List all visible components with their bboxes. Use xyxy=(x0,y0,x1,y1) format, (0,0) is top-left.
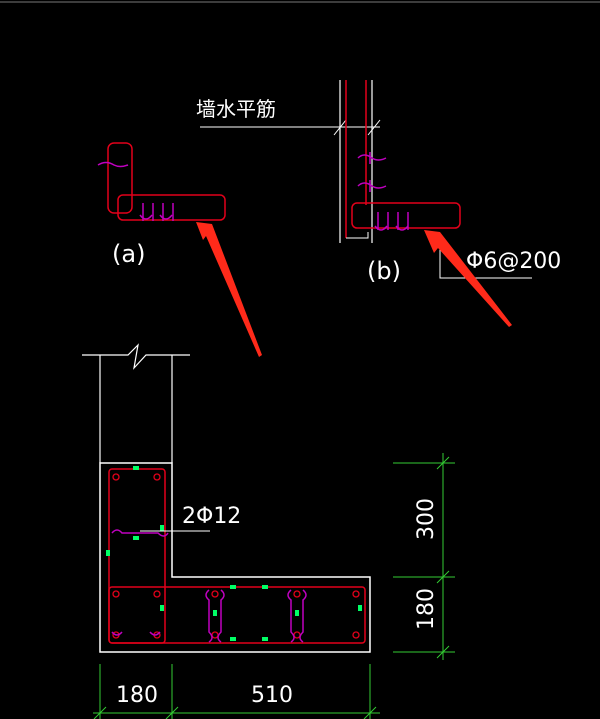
tie-marker xyxy=(230,585,236,589)
dim-tick xyxy=(165,706,179,719)
cross-ties xyxy=(111,529,307,643)
rebar-dot xyxy=(293,590,301,598)
tie-markers xyxy=(106,466,362,641)
horizontal-leg-stirrup xyxy=(108,586,366,644)
detail-a-horizontal-bar xyxy=(117,194,226,221)
detail-b-label: (b) xyxy=(367,257,401,285)
tie-marker xyxy=(160,605,164,611)
break-line xyxy=(82,343,190,370)
wall-rebar-tick-right xyxy=(367,119,381,136)
cross-tie-3 xyxy=(287,589,295,643)
tie-marker xyxy=(213,610,217,616)
detail-b: 墙水平筋 Φ6@200 (b) xyxy=(196,80,561,285)
tie-marker xyxy=(295,610,299,616)
rebar-dot xyxy=(153,590,161,598)
dim-tick xyxy=(436,570,450,584)
detail-b-tie-hooks xyxy=(374,225,409,231)
dimension-horizontal-right: 510 xyxy=(251,683,293,708)
dimension-lines xyxy=(93,453,455,719)
cross-tie-vertical-leg xyxy=(111,529,169,537)
tie-marker xyxy=(106,550,110,556)
wall-hook-2 xyxy=(357,182,387,189)
tie-marker xyxy=(133,466,139,470)
dim-tick xyxy=(436,645,450,659)
wall-hook-1 xyxy=(357,154,387,161)
tie-marker xyxy=(230,637,236,641)
dim-tick xyxy=(93,706,107,719)
rebar-dot xyxy=(112,590,120,598)
tie-marker xyxy=(262,585,268,589)
longitudinal-rebar-label: 2Φ12 xyxy=(182,504,241,529)
dimension-horizontal-left: 180 xyxy=(116,683,158,708)
tie-marker xyxy=(133,536,139,540)
arrow-pointing-detail-b xyxy=(424,230,512,327)
rebar-dot xyxy=(352,631,360,639)
detail-a-hook-top xyxy=(97,161,129,168)
detail-a-tie-hooks xyxy=(139,214,173,220)
dimension-vertical-upper: 300 xyxy=(414,498,439,540)
cross-tie-corner xyxy=(111,631,161,636)
arrow-pointing-detail-a xyxy=(196,222,262,357)
tie-marker xyxy=(262,637,268,641)
dim-tick xyxy=(436,456,450,470)
rebar-dot xyxy=(211,590,219,598)
l-section-outline xyxy=(99,462,371,653)
detail-a-vertical-bar xyxy=(107,142,133,214)
dimension-vertical-lower: 180 xyxy=(414,588,439,630)
detail-b-bottom-hook xyxy=(346,232,369,239)
detail-a: (a) xyxy=(97,142,226,268)
cross-tie-2 xyxy=(217,589,225,643)
dim-tick xyxy=(363,706,377,719)
detail-a-ties xyxy=(142,203,174,221)
rebar-dot xyxy=(352,590,360,598)
rebar-dot xyxy=(153,473,161,481)
stirrup-spec-label: Φ6@200 xyxy=(466,249,561,274)
tie-marker xyxy=(160,525,164,531)
wall-horizontal-rebar-label: 墙水平筋 xyxy=(196,97,276,121)
longitudinal-rebars xyxy=(112,473,360,639)
cross-tie-1 xyxy=(205,589,213,643)
rebar-dot xyxy=(112,473,120,481)
cross-tie-4 xyxy=(299,589,307,643)
tie-marker xyxy=(358,605,362,611)
annotation-arrows xyxy=(196,222,512,357)
detail-b-ties xyxy=(377,212,409,230)
l-section: 2Φ12 xyxy=(82,343,371,653)
detail-a-label: (a) xyxy=(112,240,145,268)
stirrup-spec-leader xyxy=(439,240,532,279)
